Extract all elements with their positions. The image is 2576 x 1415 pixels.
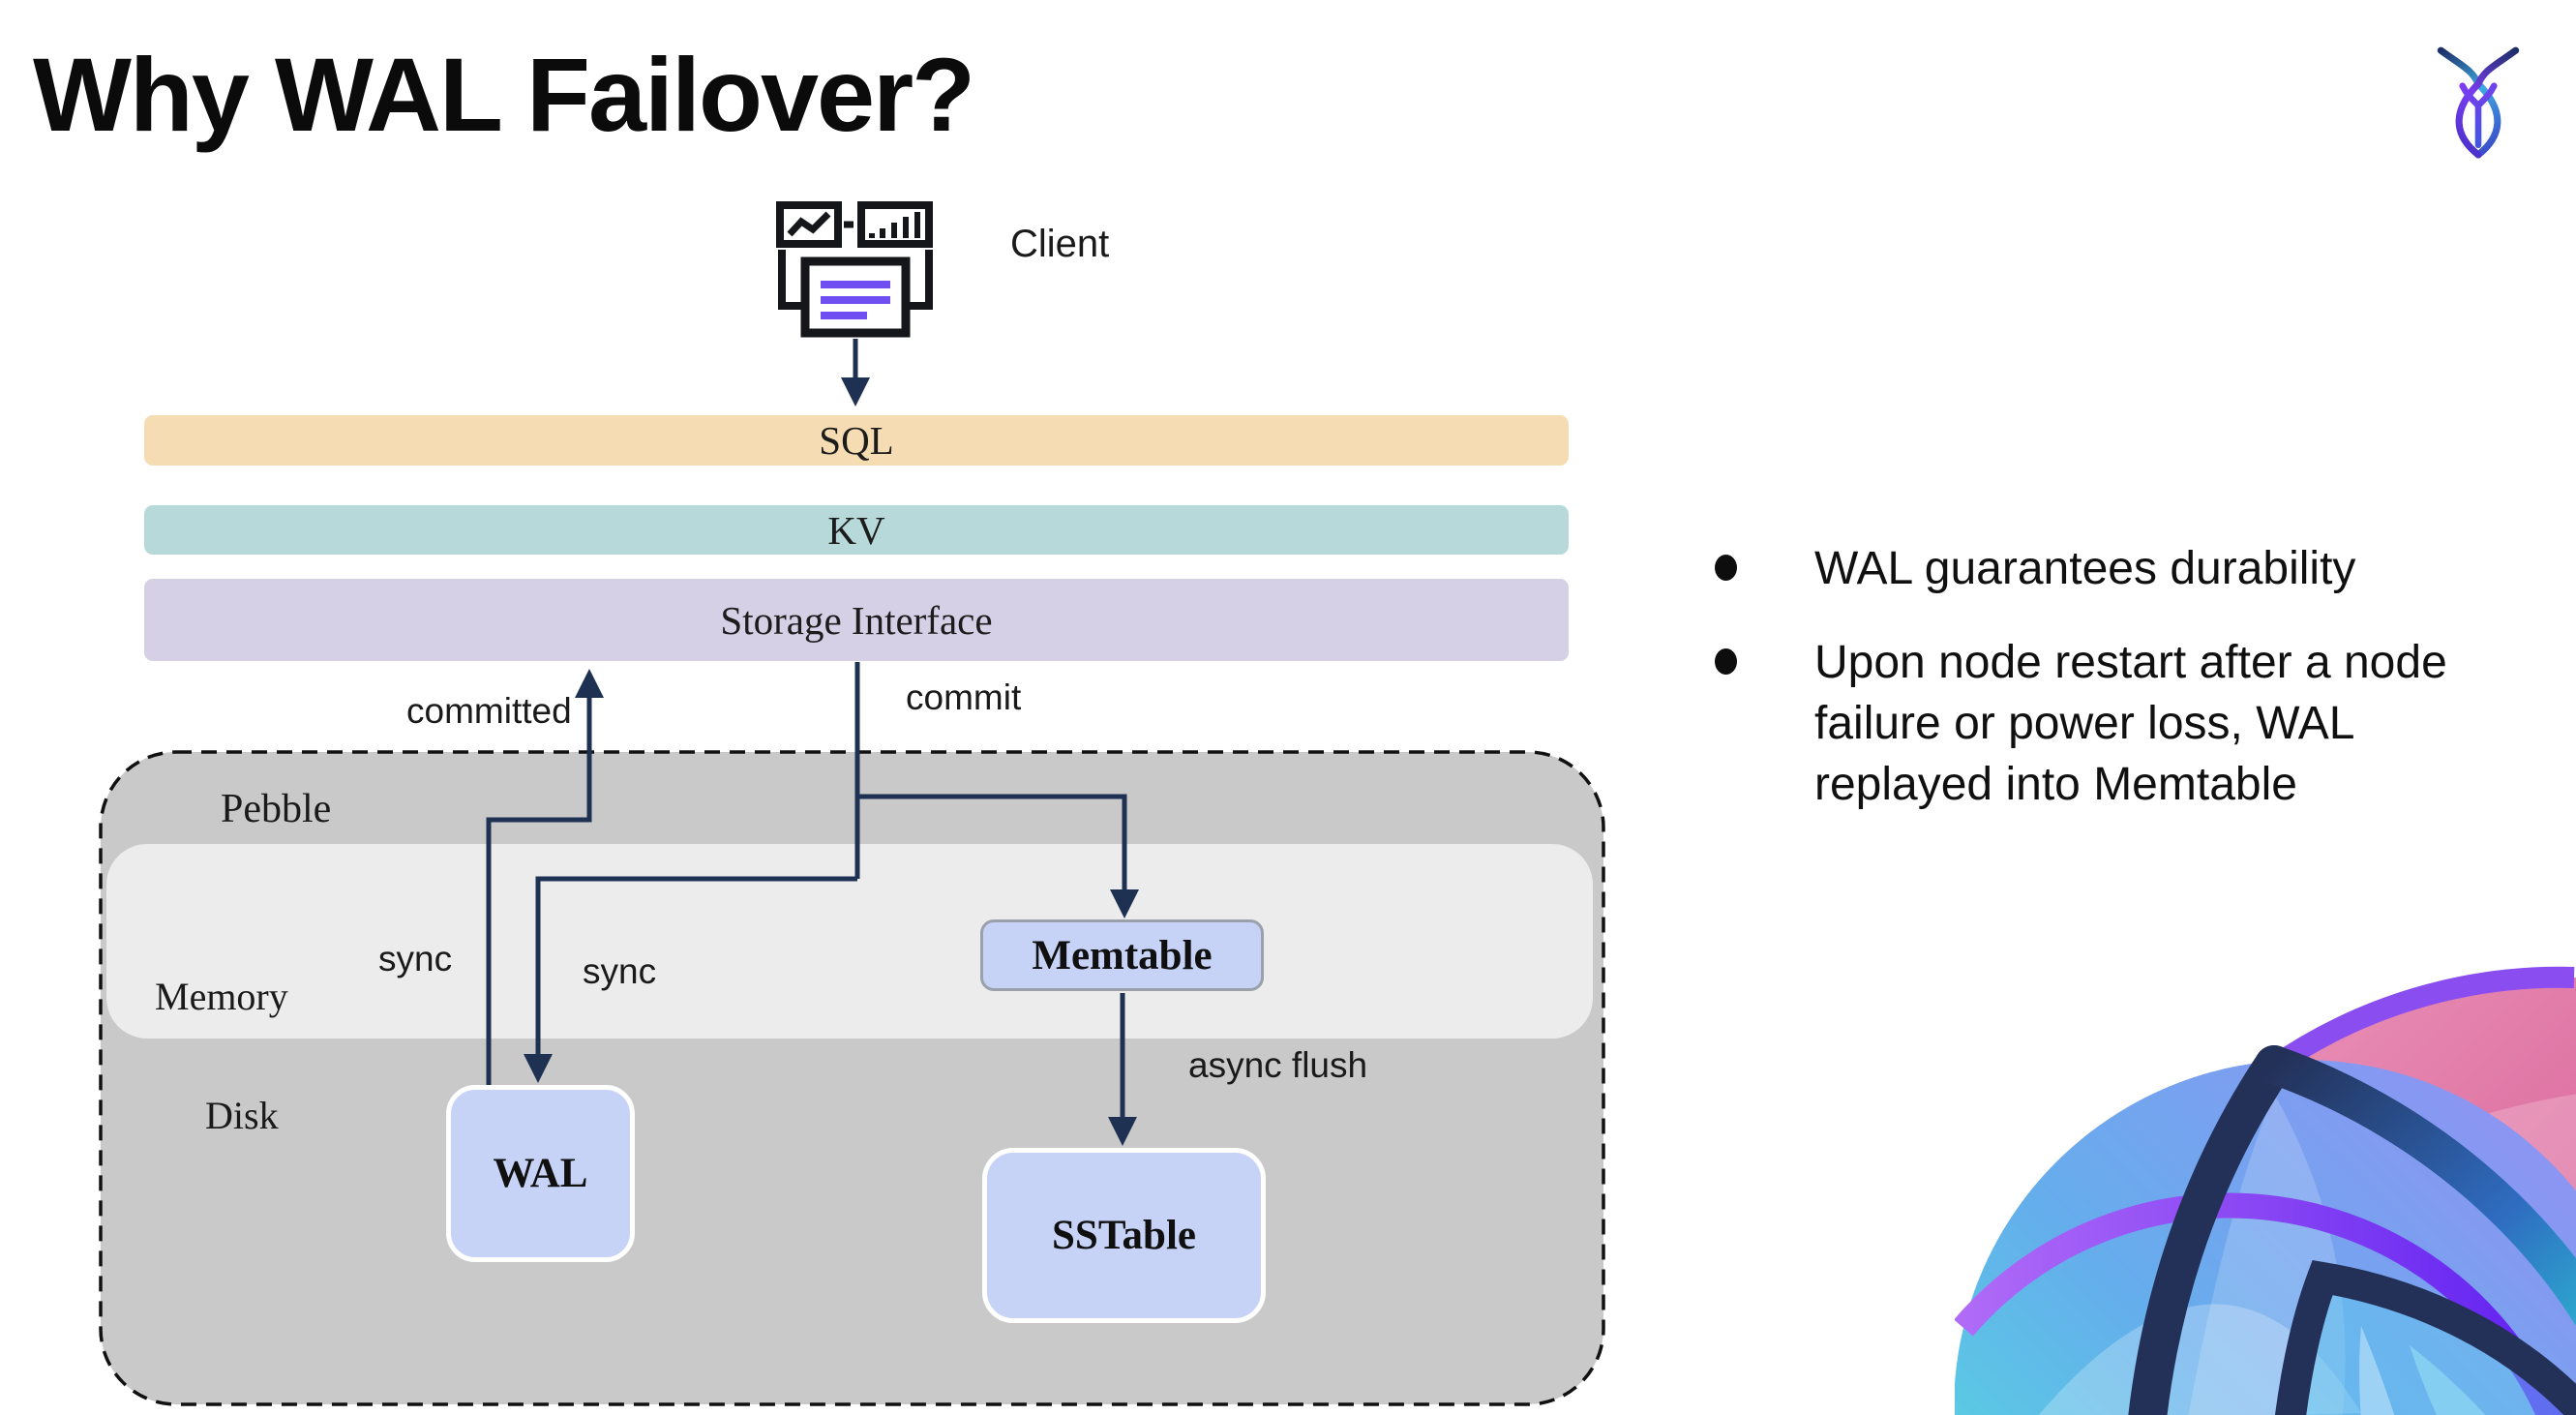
edge-label-commit: commit [906, 677, 1022, 717]
bullet-list: WAL guarantees durability Upon node rest… [1688, 538, 2559, 848]
node-wal-label: WAL [493, 1151, 588, 1196]
client-label: Client [1010, 223, 1110, 265]
edge-label-sync-right: sync [583, 951, 657, 991]
layer-storage-interface: Storage Interface [144, 579, 1569, 661]
bullet-item: Upon node restart after a node failure o… [1688, 632, 2559, 815]
layer-kv-label: KV [827, 507, 885, 553]
node-wal: WAL [446, 1085, 635, 1262]
bullet-item: WAL guarantees durability [1688, 538, 2559, 599]
page-title: Why WAL Failover? [33, 36, 975, 153]
cockroachdb-logo-icon [2437, 46, 2520, 159]
edge-committed-arrow [486, 669, 604, 1085]
bullet-dot [1715, 555, 1737, 581]
layer-sql-label: SQL [819, 418, 894, 463]
edge-label-sync-left: sync [378, 939, 453, 978]
edge-label-committed: committed [406, 691, 572, 731]
bullet-dot [1715, 648, 1737, 675]
pebble-label: Pebble [221, 787, 332, 831]
node-memtable: Memtable [980, 919, 1264, 991]
edge-label-async-flush: async flush [1188, 1045, 1368, 1085]
bullet-text: WAL guarantees durability [1814, 543, 2356, 594]
edge-sync-to-wal [524, 876, 857, 1083]
node-sstable-label: SSTable [1051, 1213, 1196, 1258]
disk-label: Disk [205, 1094, 279, 1137]
layer-kv: KV [144, 505, 1569, 555]
layer-storage-interface-label: Storage Interface [720, 597, 993, 643]
layer-sql: SQL [144, 415, 1569, 466]
edge-commit-to-memtable [857, 794, 1139, 918]
memory-band [106, 844, 1593, 1039]
node-memtable-label: Memtable [1032, 932, 1213, 978]
bullet-text: Upon node restart after a node failure o… [1814, 637, 2447, 810]
node-sstable: SSTable [982, 1148, 1266, 1323]
brand-graphic [1955, 966, 2576, 1415]
memory-label: Memory [155, 975, 288, 1018]
client-dashboard-icon [776, 201, 933, 338]
